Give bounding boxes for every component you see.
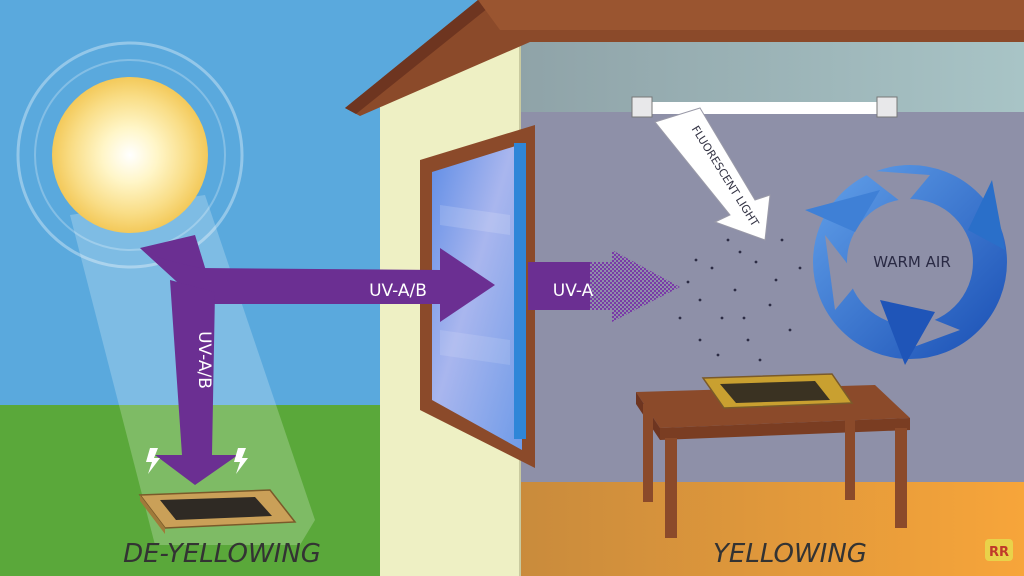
uv-ab-arrow — [140, 235, 495, 485]
dust-particles — [678, 238, 802, 362]
roof — [345, 0, 1024, 116]
sun — [16, 41, 244, 269]
warm-air-cycle-icon — [805, 165, 1007, 365]
caption-yellowing: YELLOWING — [713, 539, 867, 569]
ceiling — [520, 40, 1024, 112]
warm-air-label: WARM AIR — [873, 253, 951, 271]
logo-text: RR — [989, 545, 1009, 560]
uv-filter-pane — [514, 143, 526, 439]
uv-ab-horizontal-label: UV-A/B — [369, 281, 427, 301]
uv-a-arrow — [528, 250, 680, 322]
uv-ab-vertical-label: UV-A/B — [194, 331, 214, 389]
channel-logo: RR — [985, 539, 1013, 561]
spark-icon — [146, 448, 248, 474]
caption-de-yellowing: DE-YELLOWING — [123, 539, 321, 569]
fluorescent-arrow — [654, 107, 771, 241]
uv-a-label: UV-A — [553, 281, 594, 301]
floor — [520, 482, 1024, 576]
sample-outside — [138, 489, 297, 534]
sample-inside — [701, 373, 854, 409]
